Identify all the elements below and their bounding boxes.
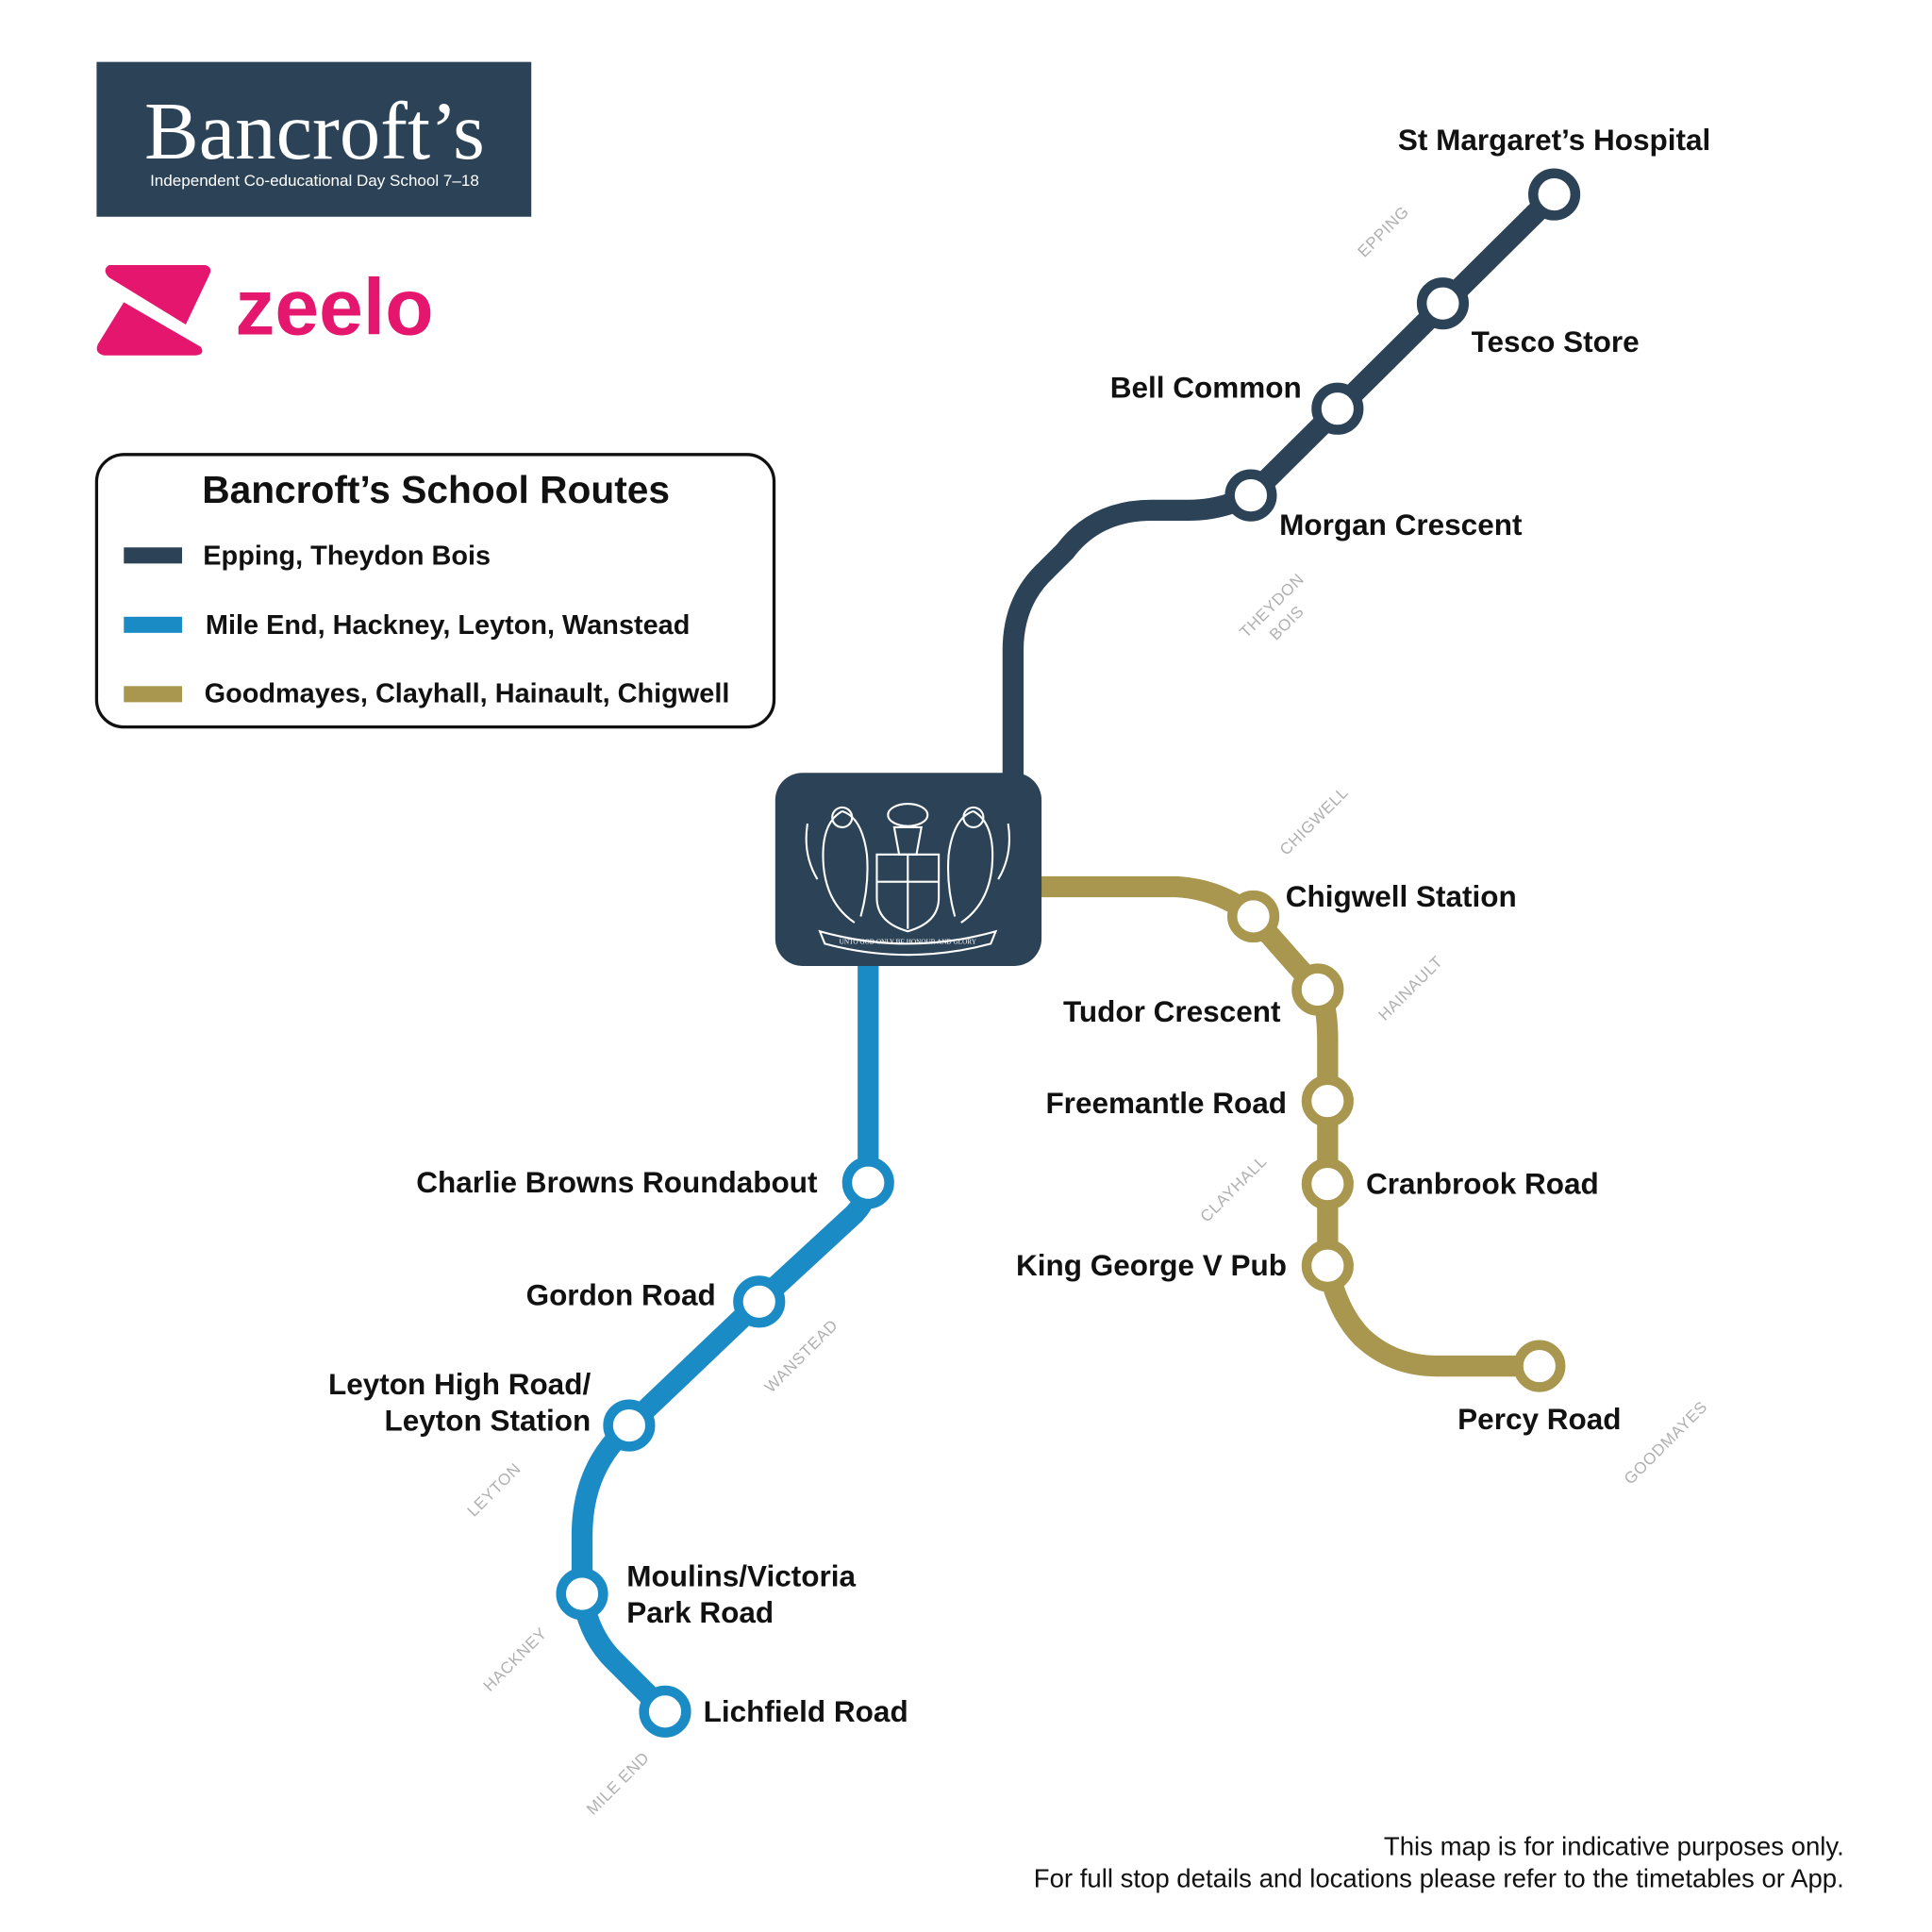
school-logo-subtitle: Independent Co-educational Day School 7–…: [150, 172, 479, 190]
legend-swatch-blue: [124, 616, 182, 633]
area-label-wanstead: WANSTEAD: [761, 1316, 841, 1396]
station-label-percy-road: Percy Road: [1457, 1402, 1621, 1436]
area-label-leyton: LEYTON: [464, 1459, 525, 1520]
station-bell-common[interactable]: [1311, 382, 1364, 435]
area-label-mile-end: MILE END: [583, 1748, 653, 1818]
station-cranbrook-road[interactable]: [1301, 1158, 1354, 1210]
station-label-moulins-2: Park Road: [626, 1595, 774, 1629]
station-label-tesco-store: Tesco Store: [1472, 325, 1640, 358]
school-crest-box: UNTO GOD ONLY BE HONOUR AND GLORY: [774, 773, 1042, 966]
station-label-gordon-road: Gordon Road: [526, 1278, 716, 1312]
disclaimer-line-2: For full stop details and locations plea…: [1034, 1864, 1844, 1893]
station-label-charlie-browns: Charlie Browns Roundabout: [416, 1165, 818, 1199]
station-label-chigwell: Chigwell Station: [1286, 879, 1517, 913]
area-label-hainault: HAINAULT: [1374, 953, 1446, 1024]
school-logo-title: Bancroft’s: [144, 86, 485, 176]
legend-item-blue: Mile End, Hackney, Leyton, Wanstead: [206, 610, 690, 641]
area-label-clayhall: CLAYHALL: [1197, 1152, 1271, 1225]
zeelo-wordmark: zeelo: [235, 262, 433, 351]
station-lichfield-road[interactable]: [639, 1685, 691, 1738]
station-tesco-store[interactable]: [1416, 277, 1470, 330]
station-label-lichfield-road: Lichfield Road: [704, 1694, 908, 1728]
station-label-morgan-crescent: Morgan Crescent: [1279, 508, 1523, 541]
zeelo-mark-bottom: [96, 302, 203, 356]
station-moulins-victoria-park-road[interactable]: [556, 1568, 608, 1621]
station-king-george-v-pub[interactable]: [1301, 1240, 1354, 1292]
station-gordon-road[interactable]: [733, 1275, 786, 1328]
legend: Bancroft’s School Routes Epping, Theydon…: [94, 453, 776, 729]
legend-item-dark: Epping, Theydon Bois: [203, 541, 491, 572]
station-label-tudor-crescent: Tudor Crescent: [1063, 994, 1281, 1028]
station-label-leyton-1: Leyton High Road/: [328, 1367, 591, 1401]
station-label-moulins-1: Moulins/Victoria: [626, 1559, 856, 1593]
zeelo-mark-top: [105, 264, 211, 325]
station-leyton-high-road[interactable]: [603, 1399, 656, 1452]
station-label-freemantle-road: Freemantle Road: [1045, 1086, 1287, 1120]
area-label-chigwell: CHIGWELL: [1276, 783, 1352, 858]
area-label-epping: EPPING: [1355, 203, 1413, 261]
route-line-gold: [1024, 875, 1550, 1377]
route-line-dark: [1002, 183, 1565, 791]
zeelo-logo: zeelo: [96, 262, 434, 356]
disclaimer-line-1: This map is for indicative purposes only…: [1384, 1832, 1844, 1861]
station-label-bell-common: Bell Common: [1110, 370, 1302, 404]
area-label-hackney: HACKNEY: [480, 1624, 551, 1695]
station-tudor-crescent[interactable]: [1291, 963, 1344, 1016]
legend-title: Bancroft’s School Routes: [202, 468, 670, 511]
station-label-st-margarets-hospital: St Margaret’s Hospital: [1398, 123, 1710, 157]
crest-motto: UNTO GOD ONLY BE HONOUR AND GLORY: [840, 938, 977, 945]
station-freemantle-road[interactable]: [1301, 1074, 1354, 1127]
legend-swatch-dark: [124, 547, 182, 564]
station-label-cranbrook-road: Cranbrook Road: [1366, 1167, 1599, 1201]
station-chigwell-station[interactable]: [1227, 890, 1280, 943]
station-charlie-browns-roundabout[interactable]: [841, 1157, 894, 1209]
station-morgan-crescent[interactable]: [1224, 469, 1277, 522]
station-label-king-george: King George V Pub: [1016, 1248, 1287, 1282]
bancrofts-logo: Bancroft’s Independent Co-educational Da…: [96, 61, 532, 217]
legend-swatch-gold: [124, 686, 182, 703]
station-percy-road[interactable]: [1513, 1340, 1566, 1392]
crest-icon: [805, 802, 1010, 957]
legend-item-gold: Goodmayes, Clayhall, Hainault, Chigwell: [205, 678, 730, 708]
area-label-goodmayes: GOODMAYES: [1621, 1398, 1711, 1489]
station-label-leyton-2: Leyton Station: [384, 1403, 591, 1437]
station-st-margarets-hospital[interactable]: [1528, 168, 1581, 221]
